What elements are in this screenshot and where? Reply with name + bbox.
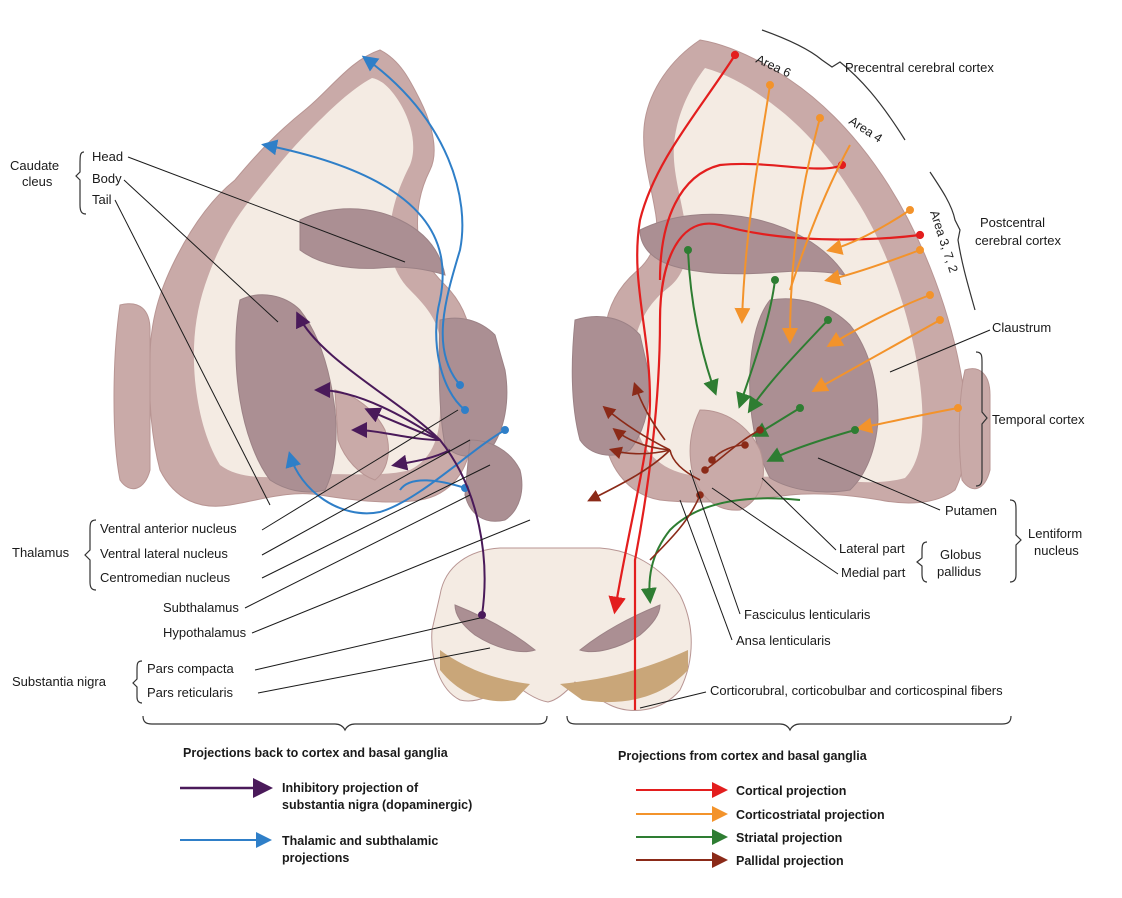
label-postcentral-1: Postcentral bbox=[980, 215, 1045, 230]
right-bottom-brace bbox=[566, 715, 1012, 732]
legend: Projections back to cortex and basal gan… bbox=[180, 746, 885, 868]
pallidal-projections bbox=[587, 381, 764, 561]
globus-pallidus-right bbox=[689, 409, 764, 511]
label-temporal: Temporal cortex bbox=[992, 412, 1085, 427]
putamen-right bbox=[749, 298, 879, 493]
label-pars-compacta: Pars compacta bbox=[147, 661, 234, 676]
label-hypothalamus: Hypothalamus bbox=[163, 625, 247, 640]
substantia-nigra-right bbox=[578, 604, 661, 653]
caudate-head-left bbox=[299, 208, 446, 276]
legend-cortical: Cortical projection bbox=[736, 784, 846, 798]
legend-corticostriatal: Corticostriatal projection bbox=[736, 808, 885, 822]
legend-thalamic-2: projections bbox=[282, 851, 349, 865]
legend-inhibitory-1: Inhibitory projection of bbox=[282, 781, 419, 795]
left-bottom-brace bbox=[142, 715, 548, 732]
label-caudate-1: Caudate bbox=[10, 158, 59, 173]
label-caudate-2: cleus bbox=[22, 174, 53, 189]
legend-right-title: Projections from cortex and basal gangli… bbox=[618, 749, 868, 763]
label-subthalamus: Subthalamus bbox=[163, 600, 239, 615]
legend-thalamic-1: Thalamic and subthalamic bbox=[282, 834, 438, 848]
label-body: Body bbox=[92, 171, 122, 186]
legend-inhibitory-2: substantia nigra (dopaminergic) bbox=[282, 798, 472, 812]
corticostriatal-projections bbox=[734, 81, 962, 434]
label-thalamus: Thalamus bbox=[12, 545, 70, 560]
label-area372: Area 3, 7, 2 bbox=[927, 209, 960, 275]
label-lentiform-2: nucleus bbox=[1034, 543, 1079, 558]
label-medial-part: Medial part bbox=[841, 565, 906, 580]
label-pars-reticularis: Pars reticularis bbox=[147, 685, 233, 700]
label-ventral-lateral: Ventral lateral nucleus bbox=[100, 546, 228, 561]
thalamic-projections bbox=[261, 55, 509, 515]
label-lentiform-1: Lentiform bbox=[1028, 526, 1082, 541]
left-labels: Caudate cleus Head Body Tail Thalamus Ve… bbox=[10, 149, 531, 704]
label-lateral-part: Lateral part bbox=[839, 541, 905, 556]
label-precentral: Precentral cerebral cortex bbox=[845, 60, 994, 75]
label-fasciculus: Fasciculus lenticularis bbox=[744, 607, 871, 622]
label-ansa: Ansa lenticularis bbox=[736, 633, 831, 648]
label-centromedian: Centromedian nucleus bbox=[100, 570, 231, 585]
label-globus-2: pallidus bbox=[937, 564, 982, 579]
label-corticorubral: Corticorubral, corticobulbar and cortico… bbox=[710, 683, 1003, 698]
label-putamen: Putamen bbox=[945, 503, 997, 518]
putamen-left bbox=[235, 294, 337, 493]
legend-striatal: Striatal projection bbox=[736, 831, 842, 845]
right-labels: Area 6 Area 4 Area 3, 7, 2 Precentral ce… bbox=[639, 29, 1085, 709]
label-globus-1: Globus bbox=[940, 547, 982, 562]
legend-pallidal: Pallidal projection bbox=[736, 854, 844, 868]
legend-left-title: Projections back to cortex and basal gan… bbox=[183, 746, 449, 760]
label-postcentral-2: cerebral cortex bbox=[975, 233, 1061, 248]
midbrain bbox=[431, 547, 692, 711]
label-claustrum: Claustrum bbox=[992, 320, 1051, 335]
label-ventral-anterior: Ventral anterior nucleus bbox=[100, 521, 237, 536]
thalamus-right bbox=[571, 316, 650, 456]
left-hemisphere bbox=[113, 49, 523, 612]
label-tail: Tail bbox=[92, 192, 112, 207]
striatal-projections bbox=[640, 246, 859, 604]
inhibitory-projections bbox=[296, 311, 486, 619]
label-head: Head bbox=[92, 149, 123, 164]
label-substantia-nigra: Substantia nigra bbox=[12, 674, 107, 689]
